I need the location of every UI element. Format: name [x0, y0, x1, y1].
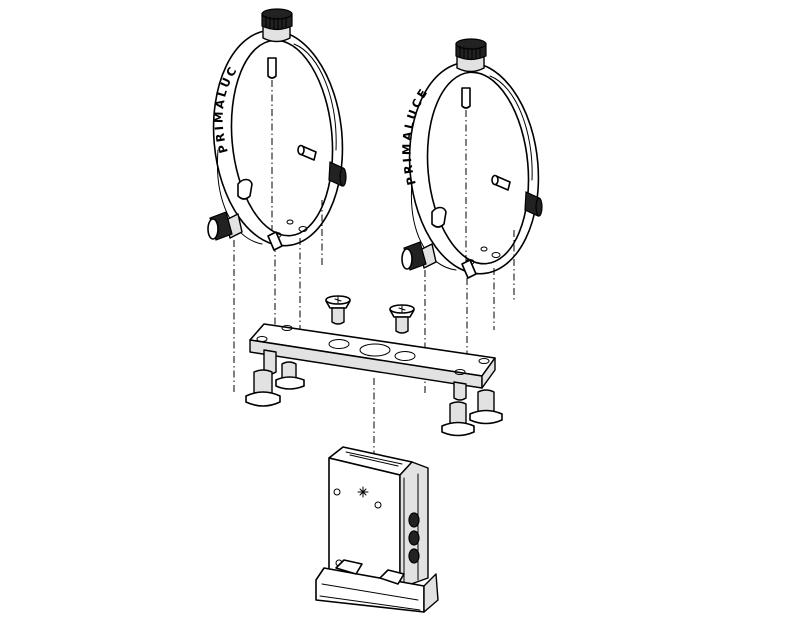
flat-head-screw-2 [389, 304, 415, 334]
left-ring-side-knob [207, 211, 243, 241]
rail-bolt-3 [441, 401, 475, 437]
flat-head-screw-1 [325, 295, 351, 325]
ring-plate [249, 323, 496, 401]
assembly-axis-lines [233, 80, 515, 455]
dovetail-clamp [315, 446, 439, 613]
right-ring-top-knob [455, 38, 487, 73]
rail-bolt-4 [469, 389, 503, 425]
left-ring-top-knob [261, 8, 293, 43]
rail-bolt-1 [245, 369, 281, 407]
left-ring-brand-label: PRIMALUCELAB [0, 0, 241, 155]
rail-bolt-2 [275, 361, 305, 390]
clamp-side-knobs [408, 512, 420, 564]
right-ring-side-knob [401, 241, 437, 271]
right-ring-right-knob [524, 191, 543, 217]
left-ring: PRIMALUCELAB [0, 0, 347, 251]
left-ring-right-knob [328, 161, 347, 187]
